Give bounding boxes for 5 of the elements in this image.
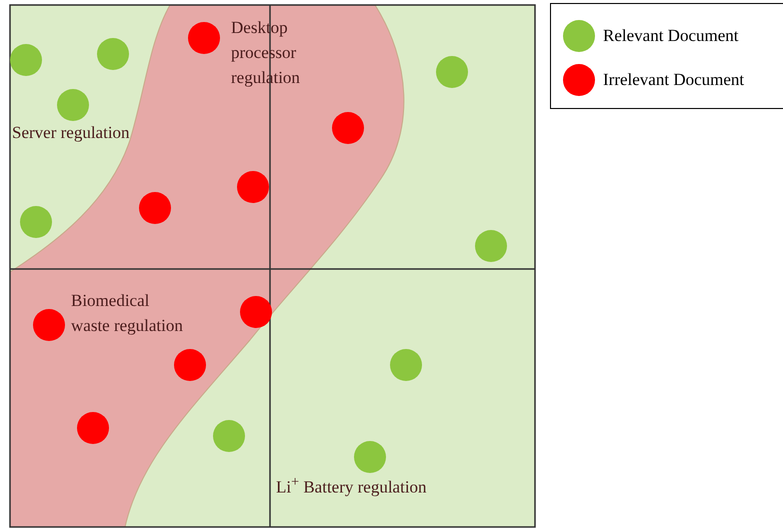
region-label: Li$^{+}$ Battery regulation	[276, 473, 428, 499]
legend-label: Relevant Document	[603, 26, 738, 46]
legend-label: Irrelevant Document	[603, 70, 744, 90]
region-label: Server regulation	[12, 122, 131, 144]
region-label: Biomedical waste regulation	[71, 290, 184, 337]
